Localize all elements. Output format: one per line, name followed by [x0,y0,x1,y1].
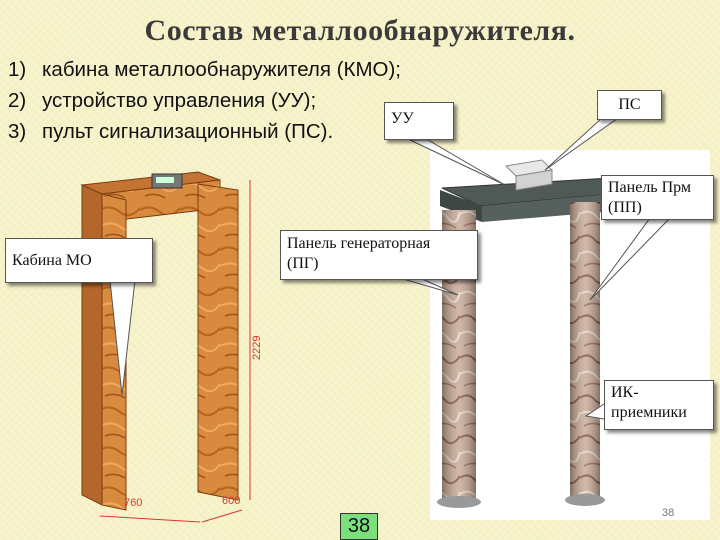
list-item: 1)кабина металлообнаружителя (КМО); [8,58,401,81]
callout-panel-prm: Панель Прм (ПП) [601,175,714,220]
callout-panel-gen: Панель генераторная (ПГ) [280,230,478,280]
height-dimension-label: 2229 [251,336,263,360]
depth-dimension-label: 600 [222,495,240,507]
component-list: 1)кабина металлообнаружителя (КМО); 2)ус… [8,54,401,147]
callout-uu: УУ [384,102,454,140]
cabin-drawing: 2229 760 600 [80,171,263,523]
slide-title: Состав металлообнаружителя. [144,14,576,47]
callout-kabina: Кабина МО [5,238,153,283]
callout-ps: ПС [597,90,662,120]
width-dimension-label: 760 [124,497,142,509]
page-number-badge: 38 [340,513,378,540]
callout-ik: ИК- приемники [604,380,714,430]
list-item: 2)устройство управления (УУ); [8,89,317,112]
page-number-small: 38 [662,507,675,519]
list-item: 3)пульт сигнализационный (ПС). [8,120,334,143]
